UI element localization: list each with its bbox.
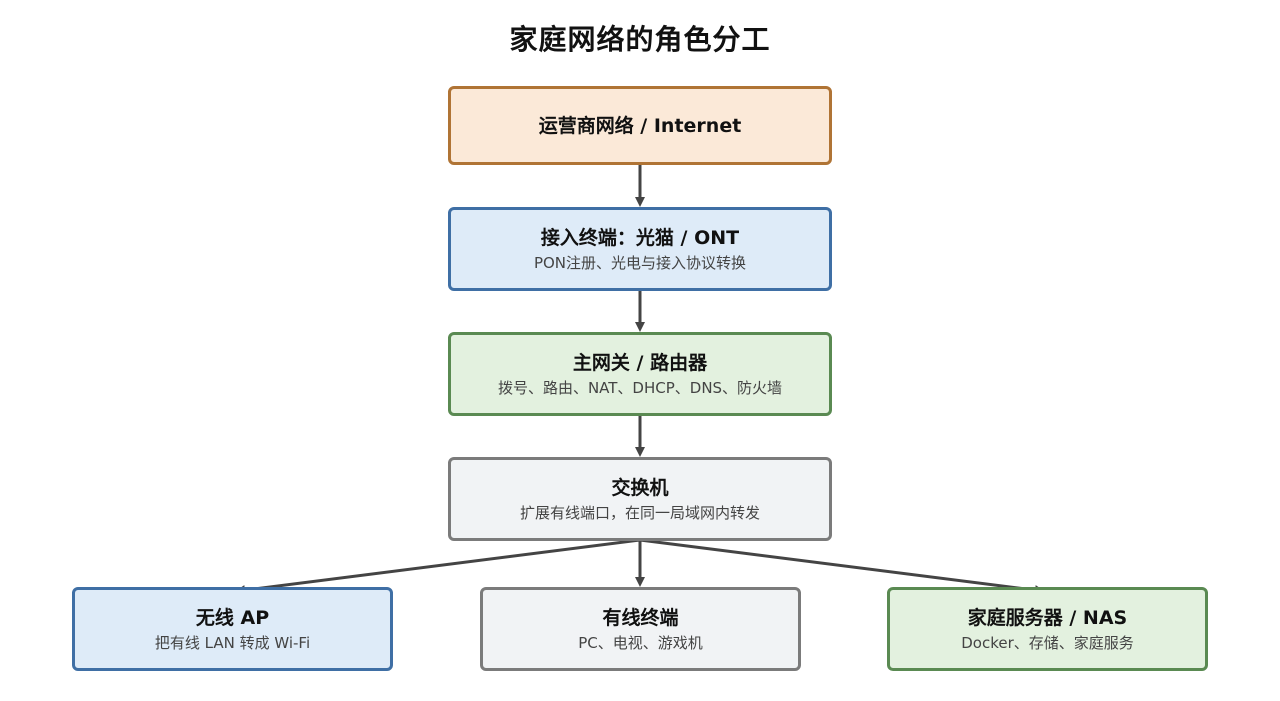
node-nas-subtitle: Docker、存储、家庭服务 [961,633,1134,652]
arrow-switch-to-ap [235,538,641,596]
node-ap: 无线 AP 把有线 LAN 转成 Wi-Fi [72,587,393,671]
node-internet-title: 运营商网络 / Internet [538,114,742,137]
node-router: 主网关 / 路由器 拨号、路由、NAT、DHCP、DNS、防火墙 [448,332,832,416]
node-internet: 运营商网络 / Internet [448,86,832,165]
node-ont: 接入终端：光猫 / ONT PON注册、光电与接入协议转换 [448,207,832,291]
node-ap-subtitle: 把有线 LAN 转成 Wi-Fi [154,633,311,652]
node-ont-title: 接入终端：光猫 / ONT [540,226,740,249]
node-nas-title: 家庭服务器 / NAS [967,606,1128,629]
node-wired: 有线终端 PC、电视、游戏机 [480,587,801,671]
node-router-subtitle: 拨号、路由、NAT、DHCP、DNS、防火墙 [497,378,783,397]
node-nas: 家庭服务器 / NAS Docker、存储、家庭服务 [887,587,1208,671]
node-switch-title: 交换机 [611,476,669,499]
node-ap-title: 无线 AP [195,606,270,629]
diagram-title: 家庭网络的角色分工 [509,23,771,56]
arrow-switch-to-nas [639,538,1045,596]
node-wired-subtitle: PC、电视、游戏机 [578,633,703,652]
node-switch-subtitle: 扩展有线端口，在同一局域网内转发 [519,503,760,522]
node-ont-subtitle: PON注册、光电与接入协议转换 [533,253,747,272]
node-switch: 交换机 扩展有线端口，在同一局域网内转发 [448,457,832,541]
node-router-title: 主网关 / 路由器 [572,351,708,374]
node-wired-title: 有线终端 [602,606,679,629]
